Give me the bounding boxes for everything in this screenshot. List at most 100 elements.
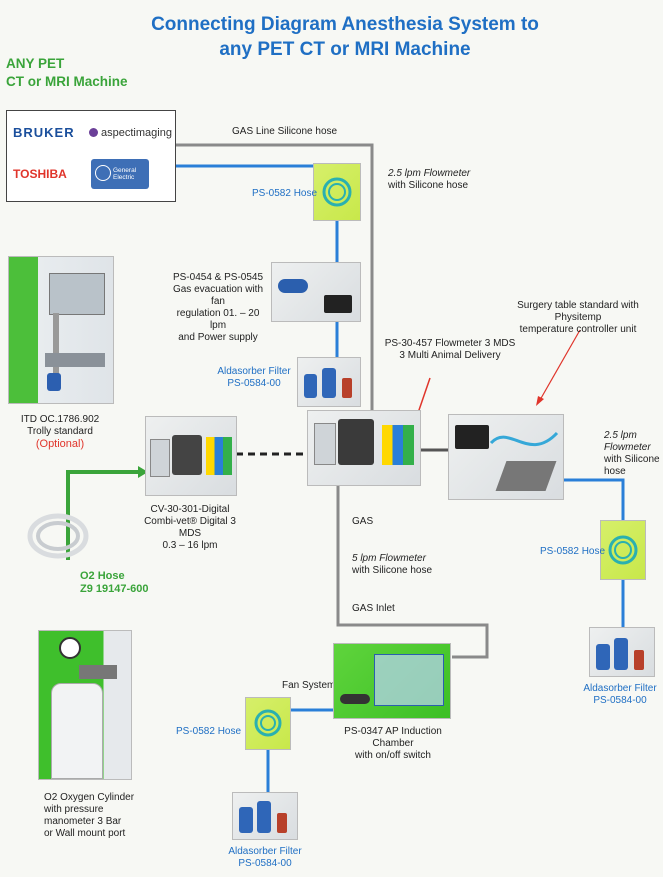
toshiba-logo: TOSHIBA	[13, 167, 67, 181]
filter-right-label: Aldasorber Filter PS-0584-00	[578, 683, 662, 707]
filter-canister-2	[614, 638, 628, 670]
filter-right-label-1: Aldasorber Filter	[583, 683, 657, 694]
title-line-1: Connecting Diagram Anesthesia System to	[151, 14, 539, 35]
coil-icon	[608, 535, 638, 565]
filter-canister-3	[634, 650, 644, 670]
mds-flowtubes	[382, 425, 414, 465]
filter-canister-1	[239, 807, 253, 833]
trolley-shelf	[45, 353, 105, 367]
hose-bottom-label: PS-0582 Hose	[176, 726, 242, 737]
ge-logo-text: General Electric	[113, 167, 137, 181]
flowmeter-right-label-1: 2.5 lpm Flowmeter	[604, 430, 651, 453]
fan-unit	[278, 279, 308, 293]
combivet-label-3: MDS	[178, 528, 202, 539]
mds-label: PS-30-457 Flowmeter 3 MDS 3 Multi Animal…	[384, 338, 516, 362]
hose-coil-icon	[27, 513, 89, 559]
flowmeter-mid-label-2: with Silicone hose	[352, 565, 433, 576]
gas-inlet-label: GAS Inlet	[352, 603, 395, 614]
o2-hose-image	[22, 506, 94, 568]
machine-heading: ANY PET CT or MRI Machine	[6, 55, 128, 91]
combivet-label-1: CV-30-301-Digital	[150, 504, 230, 515]
surgery-label: Surgery table standard with Physitemp te…	[495, 300, 661, 336]
filter-top-image	[297, 357, 361, 407]
filter-canister-1	[596, 644, 610, 670]
flowmeter-top-label-2: with Silicone hose	[388, 180, 469, 191]
oxygen-cylinder-image	[38, 630, 132, 780]
filter-canister-2	[257, 801, 271, 833]
evacuation-label: PS-0454 & PS-0545 Gas evacuation with fa…	[168, 272, 268, 344]
red-arrowhead-table	[536, 396, 544, 406]
o2-hose-label-2: Z9 19147-600	[80, 583, 149, 595]
red-arrow-table	[539, 329, 581, 401]
cylinder-label: O2 Oxygen Cylinder with pressure manomet…	[44, 792, 134, 840]
trolley-image	[8, 256, 114, 404]
trolley-label-1: ITD OC.1786.902	[20, 414, 100, 425]
gas-line-connector	[176, 143, 374, 420]
trolley-label: ITD OC.1786.902 Trolly standard (Optiona…	[4, 414, 116, 450]
filter-top-label-2: PS-0584-00	[227, 378, 281, 389]
hose-bottom-image	[245, 697, 291, 750]
surgery-table-image	[448, 414, 564, 500]
combivet-panel	[150, 439, 170, 477]
title-line-2: any PET CT or MRI Machine	[219, 39, 471, 60]
chamber-box	[374, 654, 444, 706]
cylinder-label-3: manometer 3 Bar	[44, 816, 122, 827]
mds-vaporizer	[338, 419, 374, 465]
combivet-flowtubes	[206, 437, 232, 475]
cylinder-body	[51, 683, 103, 779]
tubing-icon	[489, 431, 559, 447]
evac-label-3: regulation 01. – 20 lpm	[176, 308, 260, 331]
flowmeter-mid-label: 5 lpm Flowmeter with Silicone hose	[352, 553, 432, 577]
gas-line-label: GAS Line Silicone hose	[232, 126, 338, 137]
filter-top-label: Aldasorber Filter PS-0584-00	[212, 366, 296, 390]
flowmeter-right-label: 2.5 lpm Flowmeter with Silicone hose	[604, 430, 663, 478]
flowmeter-top-label-1: 2.5 lpm Flowmeter	[388, 168, 471, 179]
power-supply	[324, 295, 352, 313]
filter-bottom-label: Aldasorber Filter PS-0584-00	[220, 846, 310, 870]
chamber-fan	[340, 694, 370, 704]
combivet-image	[145, 416, 237, 496]
machine-heading-1: ANY PET	[6, 56, 65, 71]
cylinder-label-1: O2 Oxygen Cylinder	[44, 792, 135, 803]
induction-chamber-image	[333, 643, 451, 719]
combivet-label-2: Combi-vet® Digital 3	[144, 516, 236, 527]
flowmeter-mid-label-1: 5 lpm Flowmeter	[352, 553, 426, 564]
hose-top-image	[313, 163, 361, 221]
filter-canister-2	[322, 368, 336, 398]
gas-down-line	[336, 485, 489, 659]
scanner-logos-box: BRUKER aspectimaging TOSHIBA General Ele…	[6, 110, 176, 202]
mds-label-2: 3 Multi Animal Delivery	[399, 350, 501, 361]
pressure-gauge	[59, 637, 81, 659]
filter-canister-3	[342, 378, 352, 398]
hose-top-label: PS-0582 Hose	[252, 188, 318, 199]
filter-right-label-2: PS-0584-00	[593, 695, 647, 706]
filter-bottom-label-1: Aldasorber Filter	[228, 846, 302, 857]
coil-icon	[322, 177, 352, 207]
evac-label-2: Gas evacuation with fan	[172, 284, 264, 307]
o2-arrow	[138, 466, 148, 478]
mds-label-1: PS-30-457 Flowmeter 3 MDS	[384, 338, 516, 349]
regulator	[79, 665, 117, 679]
fan-system-label: Fan System	[282, 680, 336, 691]
machine-heading-2: CT or MRI Machine	[6, 74, 128, 89]
trolley-device	[49, 273, 105, 315]
chamber-label: PS-0347 AP Induction Chamber with on/off…	[326, 726, 460, 762]
hose-right-image	[600, 520, 646, 580]
chamber-label-2: with on/off switch	[355, 750, 431, 761]
filter-bottom-label-2: PS-0584-00	[238, 858, 292, 869]
combivet-label-4: 0.3 – 16 lpm	[162, 540, 218, 551]
filter-canister-3	[277, 813, 287, 833]
surgery-plate	[495, 461, 557, 491]
table-right-line	[563, 478, 625, 520]
evac-label-4: and Power supply	[178, 332, 258, 343]
combivet-vaporizer	[172, 435, 202, 475]
aspect-imaging-logo: aspectimaging	[89, 127, 172, 139]
hose-right-label: PS-0582 Hose	[540, 546, 606, 557]
temperature-controller	[455, 425, 489, 449]
mds-image	[307, 410, 421, 486]
trolley-pole	[53, 313, 59, 383]
o2-hose-label: O2 Hose Z9 19147-600	[80, 570, 149, 596]
o2-hose-label-1: O2 Hose	[80, 570, 125, 582]
evacuation-image	[271, 262, 361, 322]
filter-top-label-1: Aldasorber Filter	[217, 366, 291, 377]
